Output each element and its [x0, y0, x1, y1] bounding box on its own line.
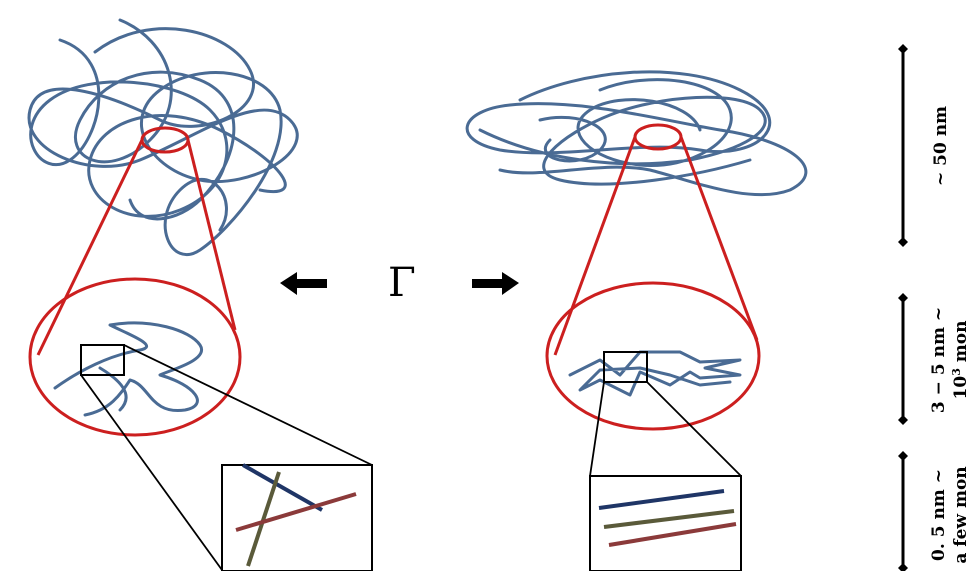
left-medium-chain [53, 321, 204, 417]
scale-label-small-line1: 0. 5 nm ~ [929, 469, 949, 561]
gamma-symbol: Γ [388, 260, 416, 306]
rod-maroon [608, 522, 737, 547]
scale-label-medium-line2: 103 mon [950, 321, 972, 400]
rod-olive [603, 509, 735, 529]
scale-label-large: ~ 50 nm [931, 106, 951, 186]
rod-navy [598, 489, 725, 510]
rod-maroon [235, 492, 357, 532]
left-coil [27, 18, 299, 257]
scale-bar-large [898, 44, 908, 247]
right-zoom-cone [545, 123, 761, 431]
right-medium-chain [568, 350, 742, 397]
scale-label-medium-line1: 3 − 5 nm ~ [929, 307, 949, 413]
left-inset [80, 344, 373, 571]
right-inset [589, 351, 742, 571]
rod-navy [242, 463, 323, 512]
right-coil [465, 70, 808, 197]
left-arrow [280, 272, 327, 295]
scale-bar-small [898, 451, 908, 571]
rod-olive [246, 471, 281, 567]
right-arrow [472, 272, 519, 295]
scale-bar-medium [898, 293, 908, 425]
left-zoom-cone [28, 126, 242, 437]
scale-label-small-line2: a few mon [951, 466, 971, 563]
